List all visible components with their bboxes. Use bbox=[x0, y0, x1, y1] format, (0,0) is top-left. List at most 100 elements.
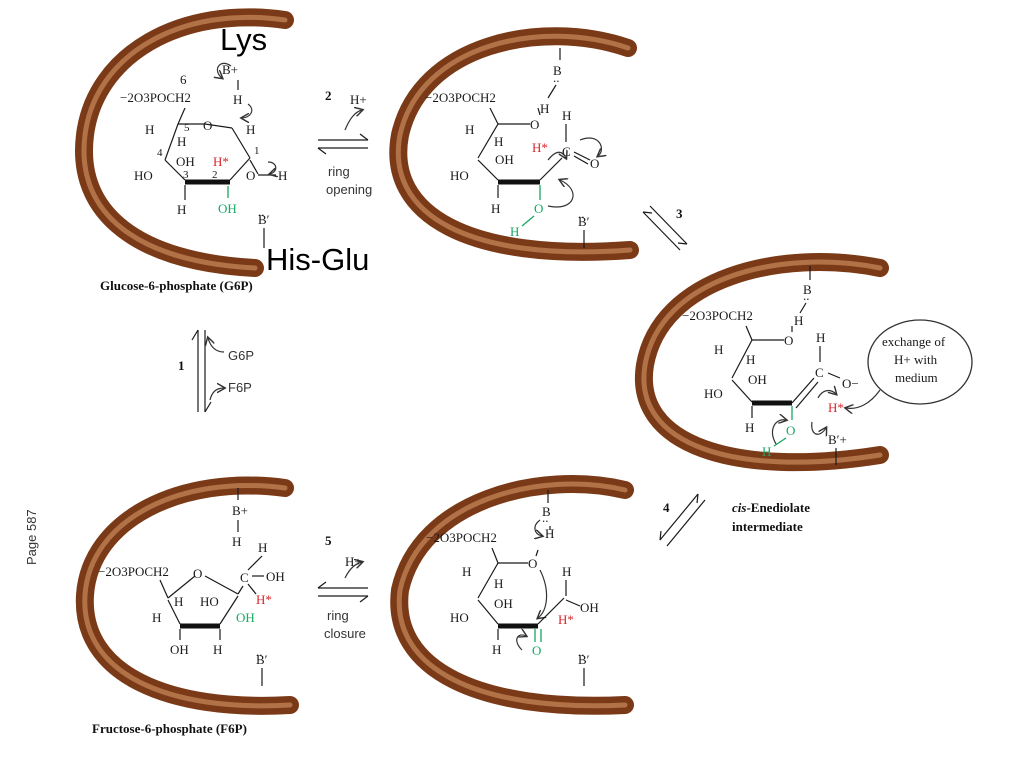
open-phosphate: −2O3POCH2 bbox=[425, 90, 496, 105]
open-lone-pair-bprime: .. bbox=[578, 206, 585, 221]
ened-phosphate: −2O3POCH2 bbox=[682, 308, 753, 323]
g6p-h-star: H* bbox=[213, 154, 229, 169]
ened-h-c4: H bbox=[714, 342, 723, 357]
ened-b-prime-plus: B′+ bbox=[828, 432, 847, 447]
open-o2: O bbox=[534, 201, 543, 216]
f6p-h-b: H bbox=[232, 534, 241, 549]
open-c1: C bbox=[562, 144, 571, 159]
step-2-number: 2 bbox=[325, 88, 332, 103]
close-h-star: H* bbox=[558, 612, 574, 627]
enzyme-pocket-closing bbox=[390, 475, 634, 715]
his-glu-label: His-Glu bbox=[266, 242, 369, 277]
open-chain-structure: B .. H −2O3POCH2 O H H OH H* HO H C O H … bbox=[425, 48, 601, 248]
open-oh-c3: OH bbox=[495, 152, 514, 167]
step-4-arrows: 4 bbox=[659, 493, 706, 547]
close-b-prime: B′ bbox=[578, 652, 590, 667]
g6p-o1: O bbox=[246, 168, 255, 183]
ened-oh-c3: OH bbox=[748, 372, 767, 387]
open-h-c3: H bbox=[491, 201, 500, 216]
ened-lone-pair-b: .. bbox=[803, 288, 810, 303]
f6p-ring-o: O bbox=[193, 566, 202, 581]
f6p-structure: B+ H −2O3POCH2 O H C OH H* H H HO OH OH … bbox=[98, 488, 285, 686]
close-lone-pair-b: .. bbox=[542, 510, 549, 525]
g6p-ho-c4: HO bbox=[134, 168, 153, 183]
ened-o2: O bbox=[786, 423, 795, 438]
g6p-c6-number: 6 bbox=[180, 72, 187, 87]
open-b: B bbox=[553, 63, 562, 78]
f6p-oh-c1: OH bbox=[266, 569, 285, 584]
open-o1: O bbox=[590, 156, 599, 171]
close-h-c1: H bbox=[562, 564, 571, 579]
ened-ho-c4: HO bbox=[704, 386, 723, 401]
enediolate-caption-2: intermediate bbox=[732, 519, 803, 534]
close-oh-c3: OH bbox=[494, 596, 513, 611]
close-ho-c4: HO bbox=[450, 610, 469, 625]
g6p-b-plus: B+ bbox=[222, 62, 238, 77]
close-phosphate: −2O3POCH2 bbox=[426, 530, 497, 545]
f6p-ho-c3: HO bbox=[200, 594, 219, 609]
enzyme-pocket-f6p bbox=[75, 476, 299, 715]
step-2-label-ring: ring bbox=[328, 164, 350, 179]
step-5-label-closure: closure bbox=[324, 626, 366, 641]
g6p-h-c3: H bbox=[177, 202, 186, 217]
open-h-star: H* bbox=[532, 140, 548, 155]
open-b-prime: B′ bbox=[578, 214, 590, 229]
open-h-ald: H bbox=[562, 108, 571, 123]
close-lone-pair-bprime: .. bbox=[578, 644, 585, 659]
close-b: B bbox=[542, 504, 551, 519]
ened-o-minus: O− bbox=[842, 376, 859, 391]
f6p-lone-pair: .. bbox=[256, 644, 263, 659]
bubble-line-2: H+ with bbox=[894, 352, 938, 367]
f6p-h-c5: H bbox=[152, 610, 161, 625]
g6p-c2-number: 2 bbox=[212, 169, 218, 181]
ened-h-c5: H bbox=[746, 352, 755, 367]
g6p-c1-number: 1 bbox=[254, 145, 260, 157]
close-o2: O bbox=[532, 643, 541, 658]
enediolate-caption-cis: cis bbox=[732, 500, 746, 515]
ened-b: B bbox=[803, 282, 812, 297]
f6p-oh-c2: OH bbox=[236, 610, 255, 625]
step-5-number: 5 bbox=[325, 533, 332, 548]
ring-closing-structure: B .. H −2O3POCH2 O H H OH HO H OH H* H O… bbox=[426, 490, 599, 686]
enzyme-pocket-enediolate bbox=[634, 253, 889, 472]
g6p-h-lys: H bbox=[233, 92, 242, 107]
g6p-caption: Glucose-6-phosphate (G6P) bbox=[100, 278, 253, 293]
step-1-number: 1 bbox=[178, 358, 185, 373]
ened-c1: C bbox=[815, 365, 824, 380]
enzyme-pocket-open-chain bbox=[389, 27, 639, 261]
step-1-f6p: F6P bbox=[228, 380, 252, 395]
g6p-b-prime: B′ bbox=[258, 212, 270, 227]
g6p-c5-number: 5 bbox=[184, 122, 190, 134]
g6p-structure: Lys B+ H 6 −2O3POCH2 O 5 4 3 2 1 H H OH … bbox=[120, 22, 369, 277]
g6p-oh-c3: OH bbox=[176, 154, 195, 169]
open-lone-pair-b: .. bbox=[553, 70, 560, 85]
ened-h-b: H bbox=[794, 313, 803, 328]
exchange-bubble bbox=[867, 319, 973, 405]
enediolate-caption-1: cis-Enediolate bbox=[732, 500, 810, 515]
step-5-label-ring: ring bbox=[327, 608, 349, 623]
f6p-b-plus: B+ bbox=[232, 503, 248, 518]
open-h-c4: H bbox=[465, 122, 474, 137]
step-3-arrows: 3 bbox=[642, 205, 688, 251]
close-oh-c1: OH bbox=[580, 600, 599, 615]
close-h-c5: H bbox=[494, 576, 503, 591]
step-4-number: 4 bbox=[663, 500, 670, 515]
ened-h-star: H* bbox=[828, 400, 844, 415]
bubble-line-3: medium bbox=[895, 370, 938, 385]
step-2-label-opening: opening bbox=[326, 182, 372, 197]
enzyme-pocket-g6p bbox=[75, 8, 294, 277]
step-3-number: 3 bbox=[676, 206, 683, 221]
ened-h-c3: H bbox=[745, 420, 754, 435]
enediolate-structure: B .. H −2O3POCH2 O H H OH HO H C O− H* H… bbox=[682, 266, 973, 465]
open-o5: O bbox=[530, 117, 539, 132]
f6p-caption: Fructose-6-phosphate (F6P) bbox=[92, 721, 247, 736]
step-2-proton: H+ bbox=[350, 92, 367, 107]
f6p-oh-c4: OH bbox=[170, 642, 189, 657]
ened-h-o2: H bbox=[762, 444, 771, 459]
f6p-h-star: H* bbox=[256, 592, 272, 607]
g6p-c3-number: 3 bbox=[183, 169, 189, 181]
g6p-h-o1: H bbox=[278, 168, 287, 183]
close-h-c4: H bbox=[462, 564, 471, 579]
f6p-h-c4: H bbox=[174, 594, 183, 609]
g6p-h-c1: H bbox=[246, 122, 255, 137]
